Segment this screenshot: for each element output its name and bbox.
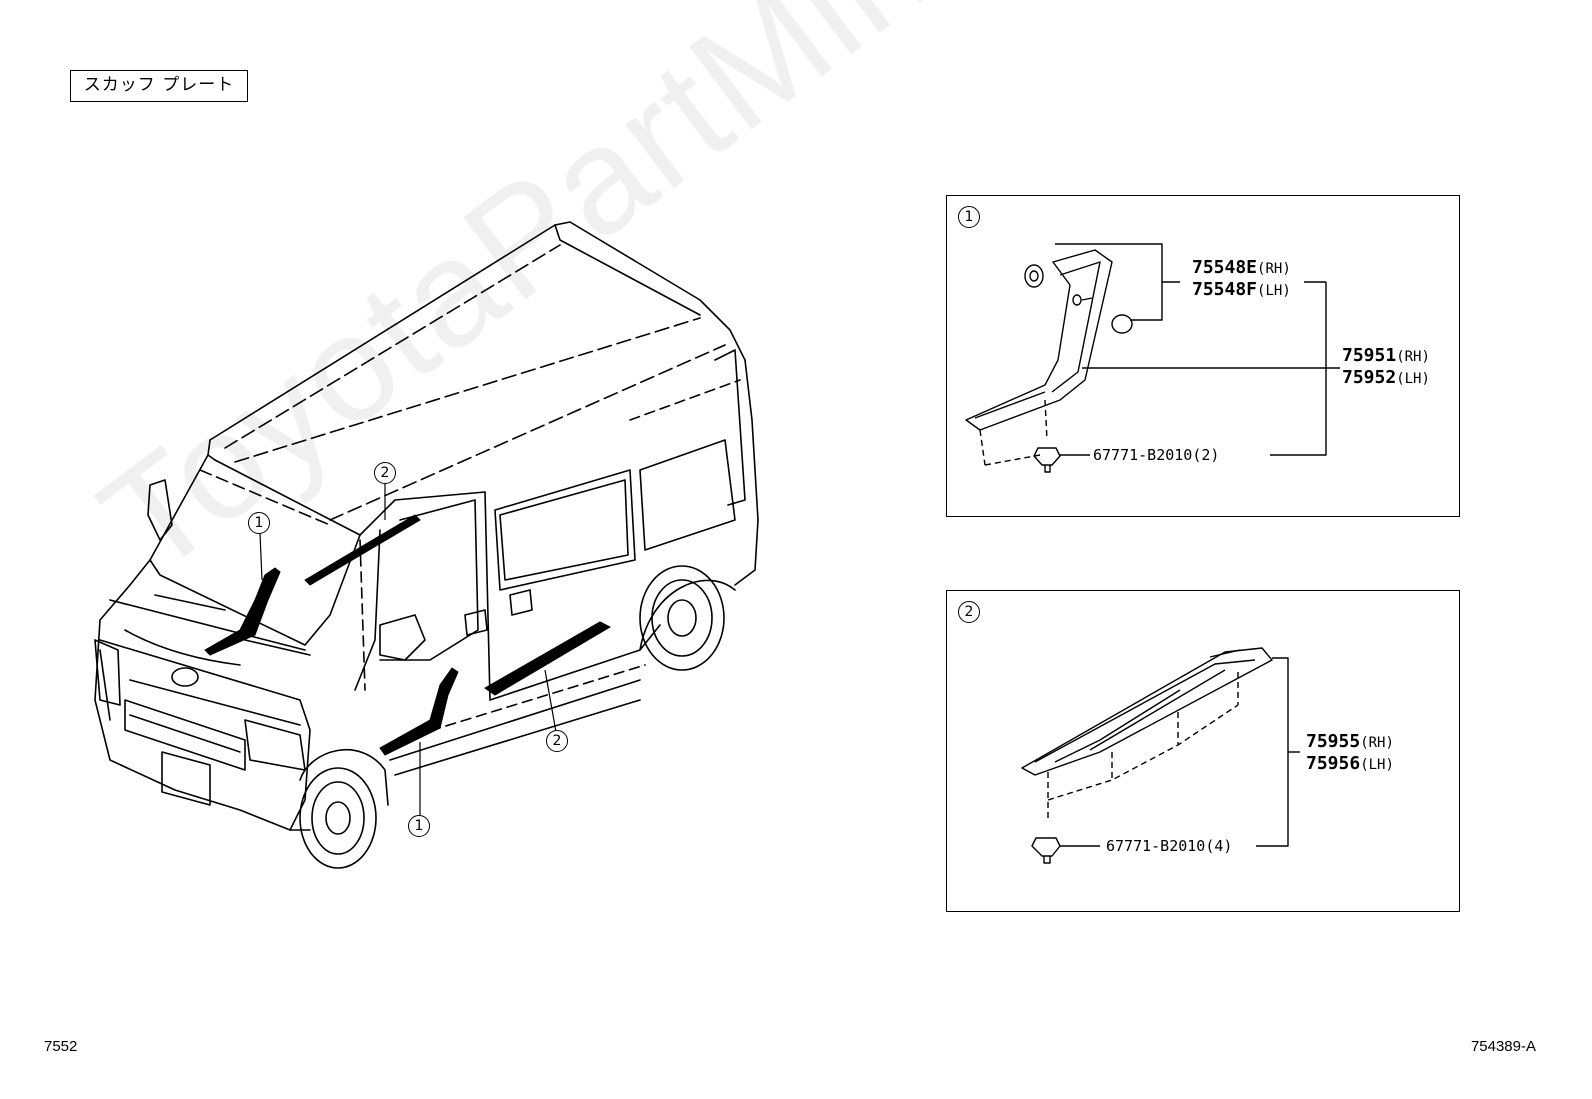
panel-1-id: 1 xyxy=(958,206,980,228)
part-75956-label: 75956(LH) xyxy=(1306,753,1394,774)
detail-panel-1 xyxy=(946,195,1460,517)
callout-1-front-step: 1 xyxy=(408,815,430,837)
callout-1-windshield: 1 xyxy=(248,512,270,534)
illustration-id: 754389-A xyxy=(1470,1038,1536,1055)
panel-2-id: 2 xyxy=(958,601,980,623)
detail-panel-2 xyxy=(946,590,1460,912)
part-75548f-label: 75548F(LH) xyxy=(1192,279,1291,300)
diagram-title: スカッフ プレート xyxy=(70,70,248,102)
part-75952-label: 75952(LH) xyxy=(1342,367,1430,388)
part-75951-label: 75951(RH) xyxy=(1342,345,1430,366)
clip-67771-b2010-2-label: 67771-B2010(2) xyxy=(1093,446,1220,464)
callout-2-slide-step: 2 xyxy=(546,730,568,752)
callout-2-roof: 2 xyxy=(374,462,396,484)
part-75955-label: 75955(RH) xyxy=(1306,731,1394,752)
clip-67771-b2010-4-label: 67771-B2010(4) xyxy=(1106,837,1233,855)
page-code: 7552 xyxy=(44,1038,78,1055)
part-75548e-label: 75548E(RH) xyxy=(1192,257,1291,278)
